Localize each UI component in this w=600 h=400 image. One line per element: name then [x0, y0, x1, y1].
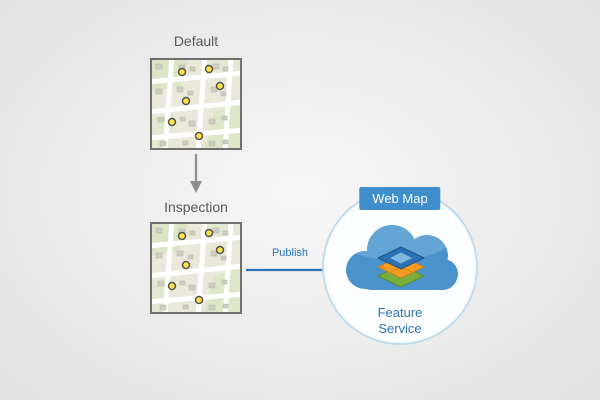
default-map-thumbnail	[150, 58, 242, 150]
cloud-icon	[337, 214, 465, 306]
default-map-label: Default	[173, 33, 219, 49]
inspection-map-thumbnail	[150, 222, 242, 314]
down-arrow-icon	[190, 154, 202, 193]
web-map-badge: Web Map	[359, 187, 441, 210]
web-map-circle: Web Map	[322, 187, 478, 345]
feature-service-label: Feature Service	[377, 305, 423, 337]
publish-label: Publish	[271, 247, 309, 259]
layers-icon	[376, 246, 426, 288]
map-icon	[152, 60, 240, 148]
inspection-map-label: Inspection	[164, 199, 228, 215]
map-icon	[152, 224, 240, 312]
